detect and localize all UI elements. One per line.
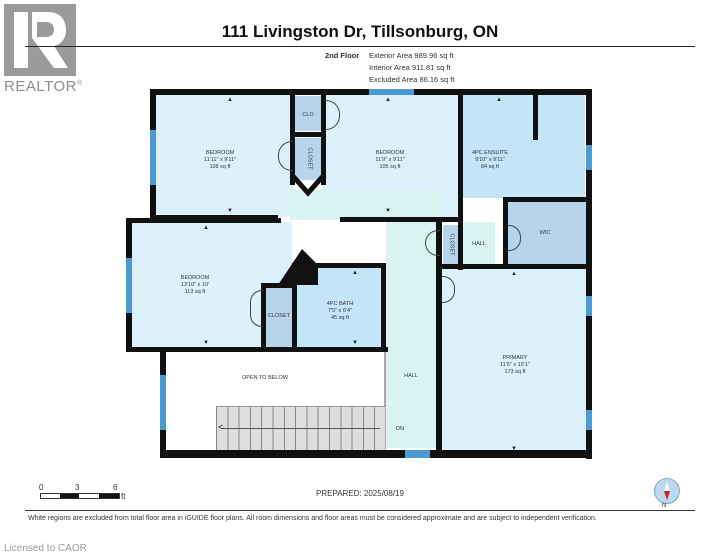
scale-tick-0: 0 xyxy=(39,483,44,492)
wall xyxy=(290,95,295,185)
wall xyxy=(261,283,266,348)
label-stairs-dn: DN xyxy=(396,426,404,432)
wall xyxy=(321,95,326,185)
dimension-arrow-icon: ▲ xyxy=(511,271,517,277)
room-bedroom-3 xyxy=(132,222,262,347)
window xyxy=(405,450,430,458)
scale-unit: ft xyxy=(121,492,126,501)
wall xyxy=(150,215,278,220)
room-primary xyxy=(442,268,586,453)
label-wic: WIC xyxy=(539,230,551,236)
label-closet-1: CLOSET xyxy=(306,147,313,170)
wall xyxy=(381,263,386,351)
room-hall-main xyxy=(386,218,438,448)
disclaimer: White regions are excluded from total fl… xyxy=(28,515,597,522)
angled-wall xyxy=(278,249,318,285)
dimension-arrow-icon: ▲ xyxy=(385,97,391,103)
room-closet-1 xyxy=(295,138,321,180)
wall xyxy=(458,95,463,270)
room-wic xyxy=(508,202,586,264)
stair-direction-arrow xyxy=(222,428,380,429)
stair-arrowhead-icon: < xyxy=(218,422,224,432)
dimension-arrow-icon: ▲ xyxy=(352,270,358,276)
room-clo xyxy=(295,96,321,131)
room-closet-3 xyxy=(265,287,292,347)
window xyxy=(369,89,414,95)
dimension-arrow-icon: ▲ xyxy=(227,97,233,103)
wall xyxy=(126,218,281,223)
dimension-arrow-icon: ▼ xyxy=(203,340,209,346)
prepared-date: PREPARED: 2025/08/19 xyxy=(316,489,404,498)
excluded-area: Excluded Area 86.16 sq ft xyxy=(369,75,455,84)
room-bedroom-1 xyxy=(156,95,294,217)
footer-divider xyxy=(25,510,695,511)
compass-north-label: N xyxy=(662,503,667,509)
wall xyxy=(503,197,588,202)
window xyxy=(160,375,166,430)
wall xyxy=(261,283,297,288)
window xyxy=(586,145,592,170)
window xyxy=(586,410,592,430)
wall xyxy=(436,222,442,457)
dimension-arrow-icon: ▲ xyxy=(496,97,502,103)
room-ensuite xyxy=(463,95,585,198)
dimension-arrow-icon: ▼ xyxy=(511,446,517,452)
dimension-arrow-icon: ▼ xyxy=(385,208,391,214)
label-hall: HALL xyxy=(404,373,418,379)
dimension-arrow-icon: ▲ xyxy=(203,225,209,231)
wall xyxy=(292,263,386,268)
interior-area: Interior Area 911.81 sq ft xyxy=(369,63,451,72)
wall xyxy=(340,217,460,222)
window xyxy=(586,296,592,316)
wall xyxy=(533,95,538,140)
room-closet-hall xyxy=(443,225,459,265)
header-divider xyxy=(25,46,695,47)
wall xyxy=(292,285,297,350)
dimension-arrow-icon: ▼ xyxy=(352,340,358,346)
label-closet-hall: CLOSET xyxy=(448,233,455,256)
scale-tick-3: 3 xyxy=(75,483,80,492)
scale-tick-6: 6 xyxy=(113,483,118,492)
page-title: 111 Livingston Dr, Tillsonburg, ON xyxy=(221,22,499,41)
wall xyxy=(503,197,508,267)
wall xyxy=(436,264,588,269)
realtor-r-icon xyxy=(14,12,68,68)
license-text: Licensed to CAOR xyxy=(4,543,87,554)
label-clo: CLO xyxy=(302,112,314,118)
realtor-wordmark: REALTOR® xyxy=(4,78,83,95)
dimension-arrow-icon: ▼ xyxy=(227,208,233,214)
scale-bar xyxy=(40,493,120,499)
exterior-area: Exterior Area 989.96 sq ft xyxy=(369,51,454,60)
door-swing xyxy=(250,290,263,327)
realtor-logo xyxy=(4,4,76,76)
wall xyxy=(160,450,592,458)
label-open-to-below: OPEN TO BELOW xyxy=(242,375,288,381)
window xyxy=(126,258,132,313)
floor-label: 2nd Floor xyxy=(325,51,360,60)
window xyxy=(150,130,156,185)
label-closet-3: CLOSET xyxy=(267,313,290,319)
wall xyxy=(586,89,592,459)
compass-icon xyxy=(654,478,680,504)
room-hall-small xyxy=(463,222,495,264)
wall xyxy=(126,347,388,352)
room-hall-corridor xyxy=(290,190,440,220)
label-hall-small: HALL xyxy=(472,241,486,247)
wall xyxy=(290,132,326,137)
angled-wall xyxy=(290,175,326,197)
